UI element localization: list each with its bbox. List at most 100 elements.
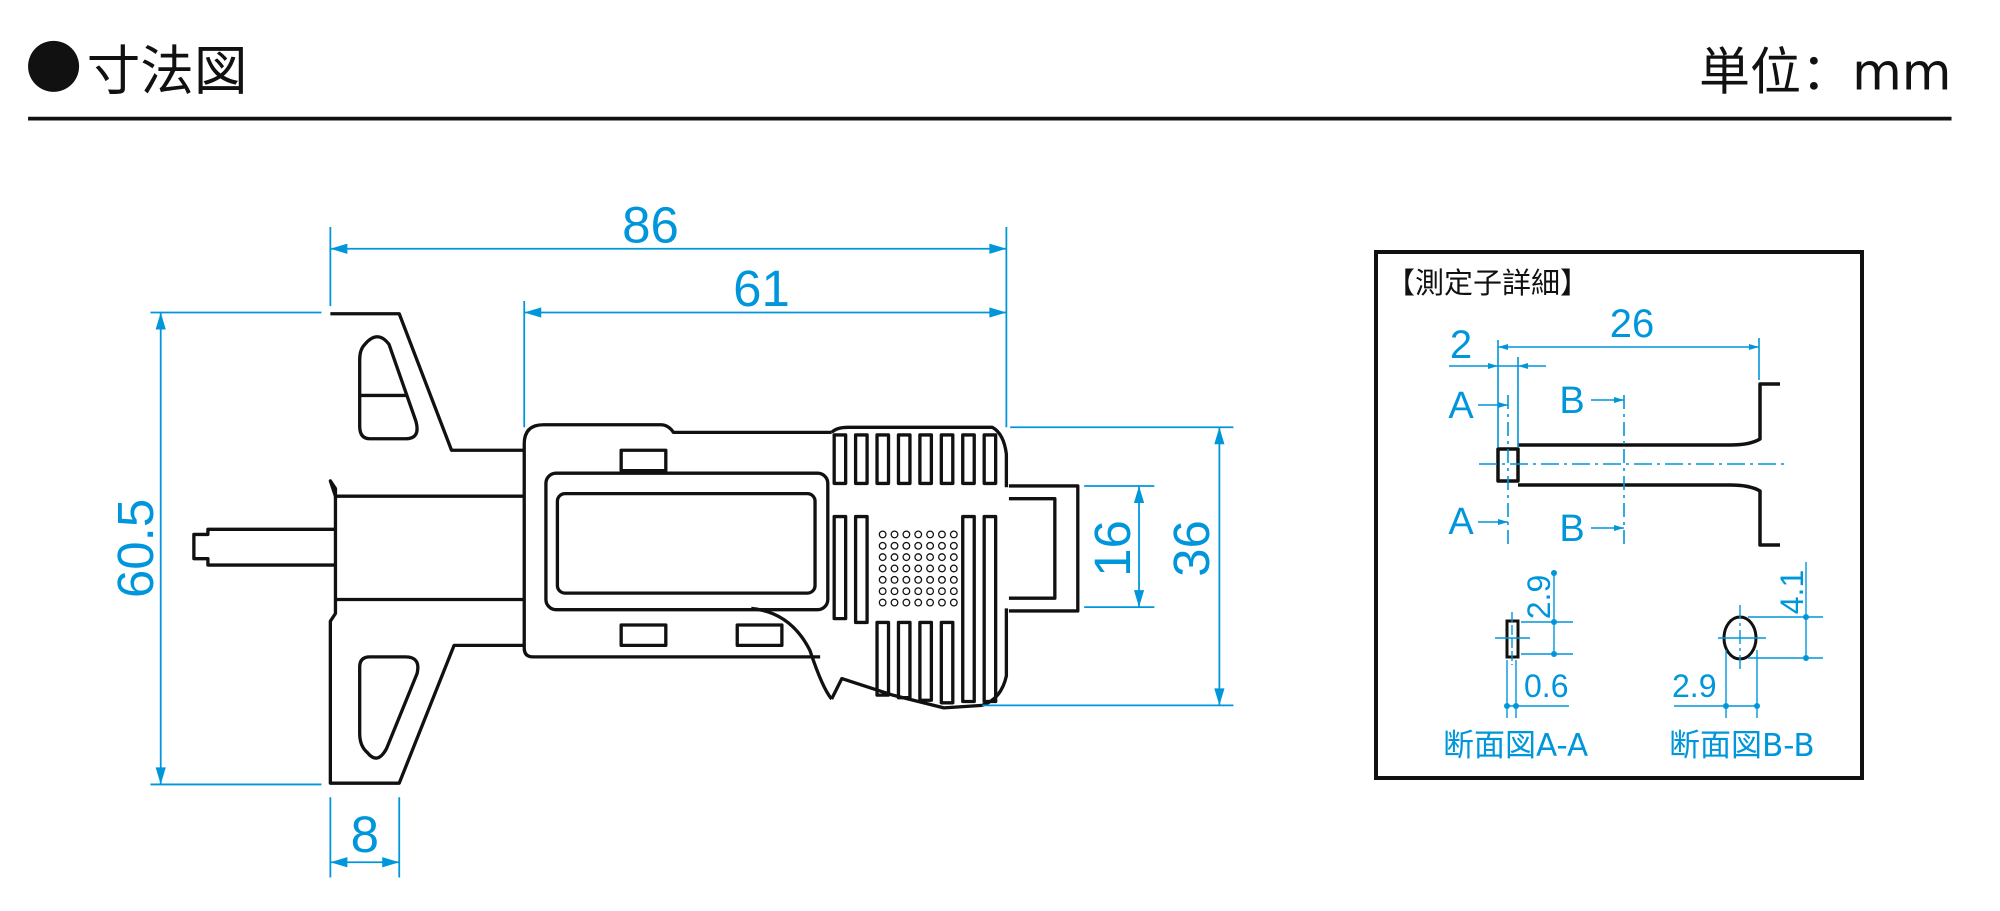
lcd-screen [555,491,817,595]
knurl-rib-bottom [832,514,848,621]
knurl-rib-top [875,433,891,486]
section-mark-a-top: A [1448,385,1474,427]
unit-label: 単位：mm [1699,43,1951,102]
knurl-rib-top [832,433,848,486]
speaker-dot [890,587,899,596]
speaker-dot [926,530,935,539]
dim-36-label: 36 [1163,520,1220,577]
grip-housing [830,425,1009,710]
dim-b-height-label: 4.1 [1774,570,1810,614]
probe-stem-top [1518,382,1780,447]
knurl-rib-bottom [875,620,891,697]
header: 寸法図 単位：mm [28,39,1952,121]
speaker-dot [949,587,958,596]
section-a-a: 2.9 0.6 断面図A-A [1443,570,1588,764]
speaker-dot [949,575,958,584]
speaker-dot [890,541,899,550]
dim-16-label: 16 [1084,520,1141,577]
section-mark-a-bottom: A [1448,501,1474,543]
speaker-dot [914,564,923,573]
probe-stem-bottom [1518,483,1780,547]
speaker-dot [902,575,911,584]
end-cap [1008,484,1080,613]
dim-a-width-label: 0.6 [1524,668,1568,704]
dim-86-label: 86 [622,196,679,253]
knurl-rib-top [961,433,976,486]
speaker-dot [902,587,911,596]
speaker-dot [949,541,958,550]
base-plate [328,312,525,785]
speaker-dot [878,541,887,550]
knurl-rib-bottom [918,620,934,702]
speaker-dot [949,564,958,573]
mode-button[interactable] [735,623,784,648]
speaker-dot [938,530,946,539]
base-window-bottom [358,655,420,760]
depth-gauge-outline [192,312,1080,785]
speaker-dot [914,575,923,584]
page-title: 寸法図 [87,39,248,102]
speaker-dot [938,541,946,550]
knurl-rib-top [853,433,869,486]
speaker-dot [878,564,887,573]
speaker-dot [902,541,911,550]
main-dimension-labels: 86 61 60.5 8 36 16 [107,196,1220,863]
dim-b-width-label: 2.9 [1672,668,1716,704]
dim-2-label: 2 [1450,323,1472,367]
knurl-rib-top [896,433,912,486]
zero-button[interactable] [619,623,668,648]
speaker-dot [949,553,958,562]
section-mark-b-top: B [1559,380,1584,422]
speaker-dot [938,564,946,573]
speaker-dot [890,553,899,562]
speaker-dot [938,575,946,584]
section-a-caption: 断面図A-A [1443,728,1588,764]
dim-8-label: 8 [351,806,379,863]
knurl-rib-top [982,433,998,486]
speaker-dot [938,598,946,607]
speaker-dot [890,564,899,573]
speaker-dot [926,587,935,596]
knurl-rib-bottom [982,514,998,704]
bullet-icon [28,40,80,92]
speaker-dot [902,530,911,539]
knurl-rib-bottom [939,620,955,705]
dim-a-height-label: 2.9 [1521,575,1557,619]
base-window-top [358,335,419,441]
speaker-dot [878,575,887,584]
section-b-b: 4.1 2.9 断面図B-B [1669,562,1823,764]
speaker-dot [902,553,911,562]
knurl-rib-bottom [853,514,869,625]
speaker-dot [914,530,923,539]
speaker-dot-grid [878,530,958,607]
speaker-dot [926,541,935,550]
speaker-dot [878,530,887,539]
detail-title: 【測定子詳細】 [1386,266,1589,300]
top-button[interactable] [619,448,668,473]
speaker-dot [890,598,899,607]
speaker-dot [938,587,946,596]
speaker-dot [926,564,935,573]
knurl-rib-top [918,433,934,486]
speaker-dot [949,598,958,607]
speaker-dot [878,553,887,562]
speaker-dot [890,530,899,539]
speaker-dot [914,587,923,596]
speaker-dot [914,553,923,562]
dim-26-label: 26 [1610,302,1655,346]
dim-60-5-label: 60.5 [107,499,164,598]
knurl-rib-bottom [896,620,912,700]
speaker-dot [949,530,958,539]
speaker-dot [902,598,911,607]
speaker-dot [902,564,911,573]
section-mark-b-bottom: B [1559,508,1584,550]
probe [192,527,336,567]
speaker-dot [926,598,935,607]
speaker-dot [878,587,887,596]
speaker-dot [926,575,935,584]
detail-dimension-lines [1449,338,1788,546]
speaker-dot [890,575,899,584]
knurl-rib-bottom [961,514,976,704]
speaker-dot [938,553,946,562]
